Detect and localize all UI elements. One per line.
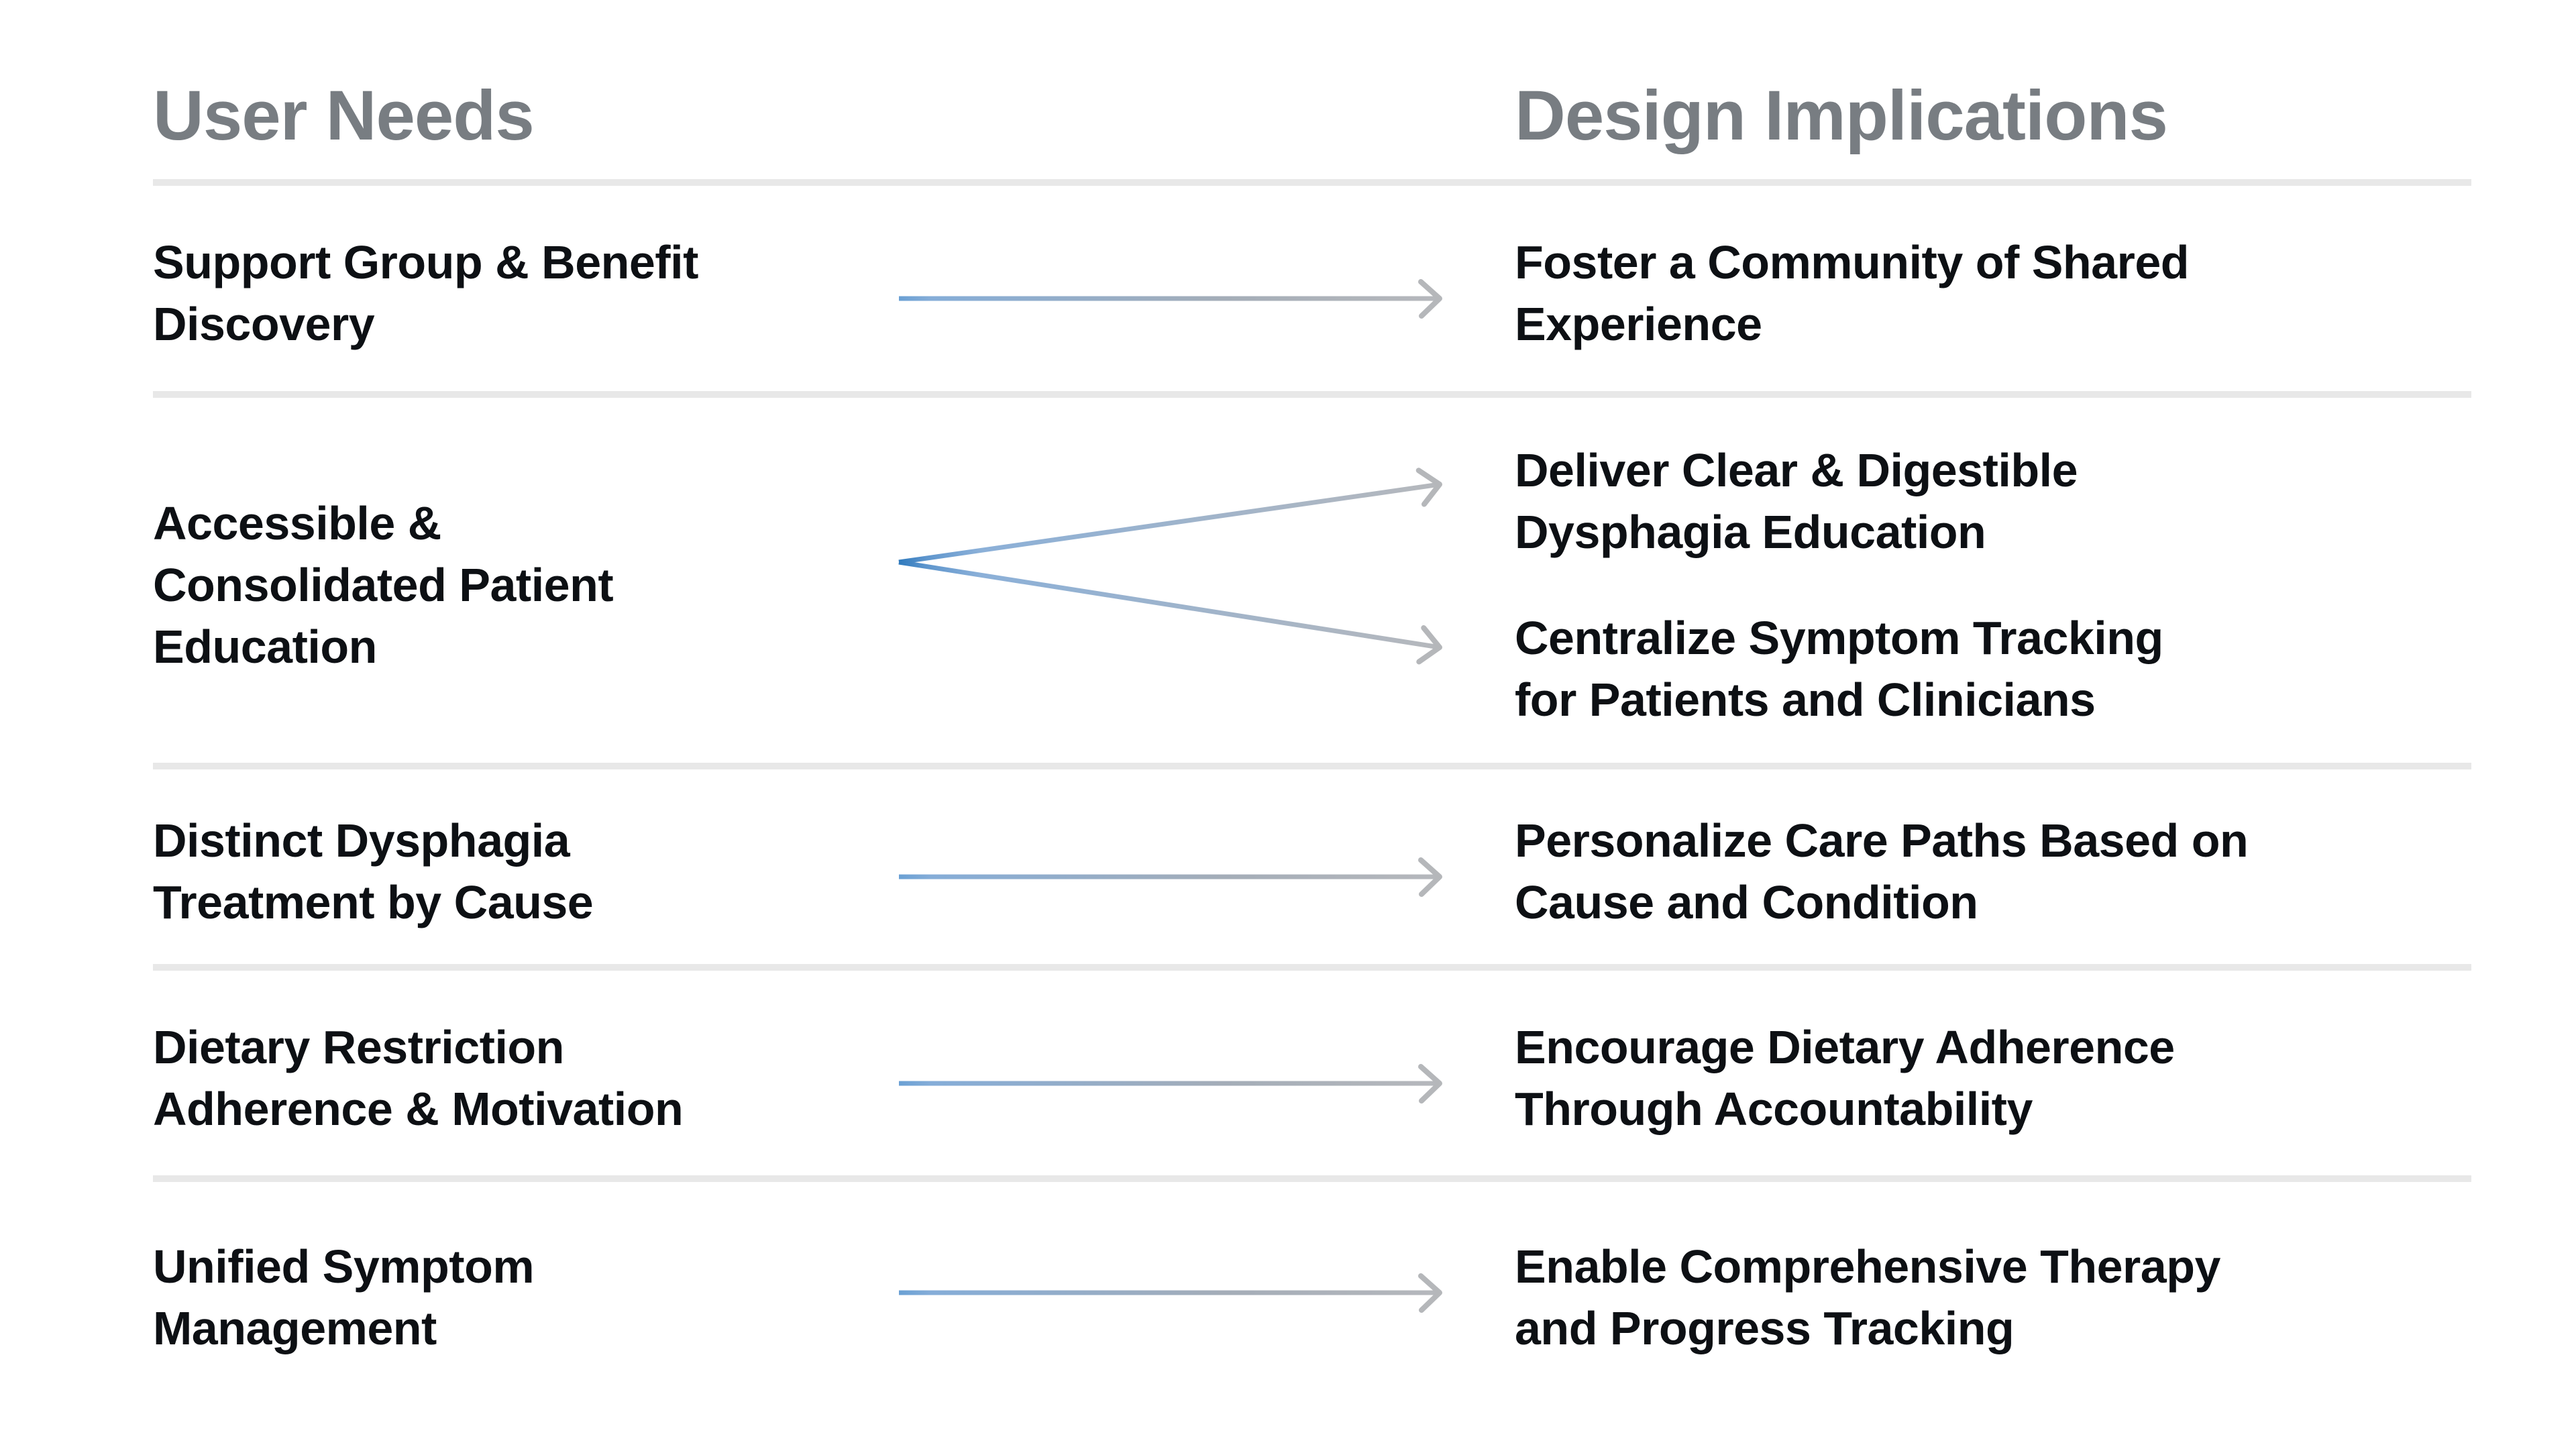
user-need-cell: Unified Symptom Management [153,1182,881,1403]
design-implication-text: Foster a Community of Shared Experience [1515,236,2190,350]
arrow-right-icon [899,857,1442,897]
user-need-text: Distinct Dysphagia Treatment by Cause [153,814,594,928]
user-need-text: Support Group & Benefit Discovery [153,236,698,350]
user-need-cell: Accessible & Consolidated Patient Educat… [153,398,881,763]
arrow-cell [881,769,1515,964]
design-implication-cell: Encourage Dietary Adherence Through Acco… [1515,971,2471,1175]
user-need-text: Unified Symptom Management [153,1240,535,1354]
column-header-design-implications: Design Implications [1515,76,2168,155]
design-implication-cell: Foster a Community of Shared Experience [1515,186,2471,391]
user-need-text: Dietary Restriction Adherence & Motivati… [153,1020,684,1135]
user-needs-design-implications-diagram: User Needs Design Implications Support G… [153,80,2471,1449]
arrow-right-icon [899,1063,1442,1104]
design-implication-text: Deliver Clear & Digestible Dysphagia Edu… [1515,444,2078,558]
mapping-row-symptom-management: Unified Symptom Management Enable Compre… [153,1182,2471,1403]
arrow-cell [881,398,1515,763]
header-row: User Needs Design Implications [153,80,2471,151]
mapping-row-dietary-adherence: Dietary Restriction Adherence & Motivati… [153,971,2471,1175]
arrow-cell [881,186,1515,391]
design-implication-text: Centralize Symptom Tracking for Patients… [1515,612,2163,726]
arrow-cell [881,1182,1515,1403]
mapping-row-support-group: Support Group & Benefit Discovery Foster… [153,186,2471,391]
bottom-spacer [153,1403,2471,1449]
user-need-cell: Distinct Dysphagia Treatment by Cause [153,769,881,964]
row-divider [153,1175,2471,1182]
fork-arrow-right-icon [898,468,1442,665]
design-implication-text: Enable Comprehensive Therapy and Progres… [1515,1240,2220,1354]
arrow-right-icon [899,1273,1442,1313]
design-implication-text: Encourage Dietary Adherence Through Acco… [1515,1020,2175,1135]
user-need-cell: Dietary Restriction Adherence & Motivati… [153,971,881,1175]
design-implication-cell: Personalize Care Paths Based on Cause an… [1515,769,2471,964]
header-divider [153,179,2471,186]
user-need-cell: Support Group & Benefit Discovery [153,186,881,391]
row-divider [153,391,2471,398]
mapping-row-treatment-by-cause: Distinct Dysphagia Treatment by Cause Pe… [153,769,2471,964]
design-implication-text: Personalize Care Paths Based on Cause an… [1515,814,2249,928]
row-divider [153,964,2471,971]
arrow-right-icon [899,279,1442,319]
design-implication-cell: Deliver Clear & Digestible Dysphagia Edu… [1515,398,2471,763]
header-spacer [881,80,1515,151]
user-need-text: Accessible & Consolidated Patient Educat… [153,497,614,673]
arrow-cell [881,971,1515,1175]
mapping-row-patient-education: Accessible & Consolidated Patient Educat… [153,398,2471,763]
column-header-user-needs: User Needs [153,76,535,155]
design-implication-cell: Enable Comprehensive Therapy and Progres… [1515,1182,2471,1403]
row-divider [153,763,2471,769]
